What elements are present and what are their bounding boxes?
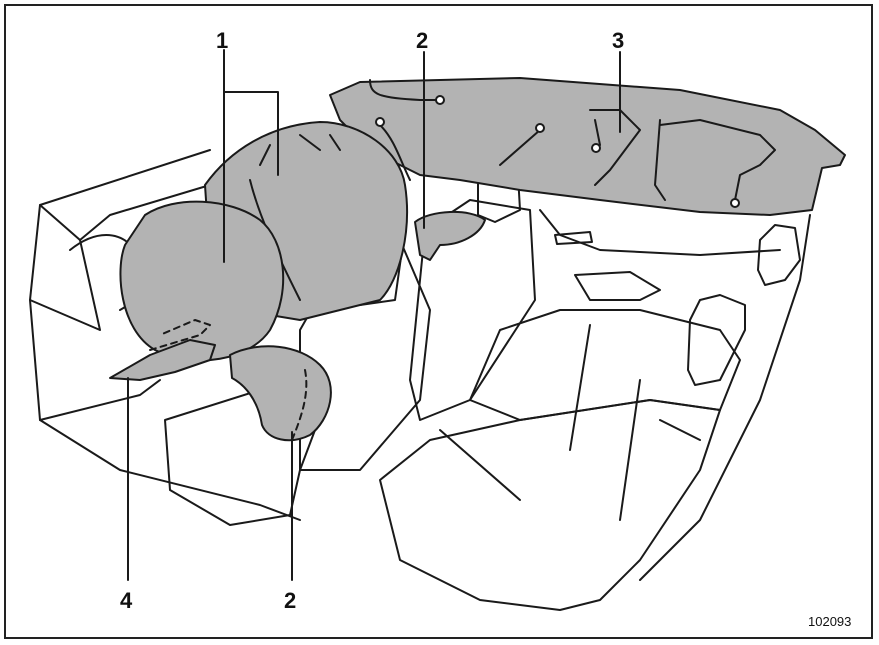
- knee-airbag-dashes: [149, 319, 211, 351]
- rear-door-handle: [574, 271, 661, 301]
- callout-curtain-airbag: 3: [612, 28, 625, 53]
- knee-airbag: [109, 339, 216, 381]
- rear-headrest-right2: [757, 224, 801, 286]
- driver-side-airbag-dashes: [291, 369, 308, 441]
- curtain-anchor-5: [730, 198, 740, 208]
- rear-vent: [554, 231, 593, 245]
- rear-seat-back: [469, 309, 741, 421]
- callout-frontal-airbag: 1: [216, 28, 229, 53]
- callout-knee-airbag: 4: [120, 588, 133, 613]
- rear-seat-seam: [439, 419, 701, 501]
- dashboard-outline: [29, 204, 301, 521]
- curtain-anchor-4: [591, 143, 601, 153]
- driver-frontal-airbag: [119, 200, 285, 362]
- driver-side-airbag: [229, 345, 332, 442]
- curtain-anchor-2: [435, 95, 445, 105]
- passenger-seat-back: [409, 199, 536, 421]
- callout-side-airbag-bottom: 2: [284, 588, 297, 613]
- passenger-side-airbag: [414, 210, 486, 261]
- curtain-anchor-1: [375, 117, 385, 127]
- callout-side-airbag-top: 2: [416, 28, 429, 53]
- curtain-anchor-3: [535, 123, 545, 133]
- rear-door-window: [539, 209, 781, 256]
- right-door-line: [639, 214, 811, 581]
- leader-1: [223, 49, 279, 263]
- curtain-airbag-lines: [369, 79, 776, 201]
- rear-headrest-right: [687, 294, 746, 386]
- figure-id: 102093: [808, 614, 852, 629]
- rear-seat-cushion: [379, 399, 721, 611]
- dashboard-line: [79, 184, 211, 241]
- lower-dash-line: [39, 379, 161, 421]
- rear-seat-divide: [569, 324, 641, 521]
